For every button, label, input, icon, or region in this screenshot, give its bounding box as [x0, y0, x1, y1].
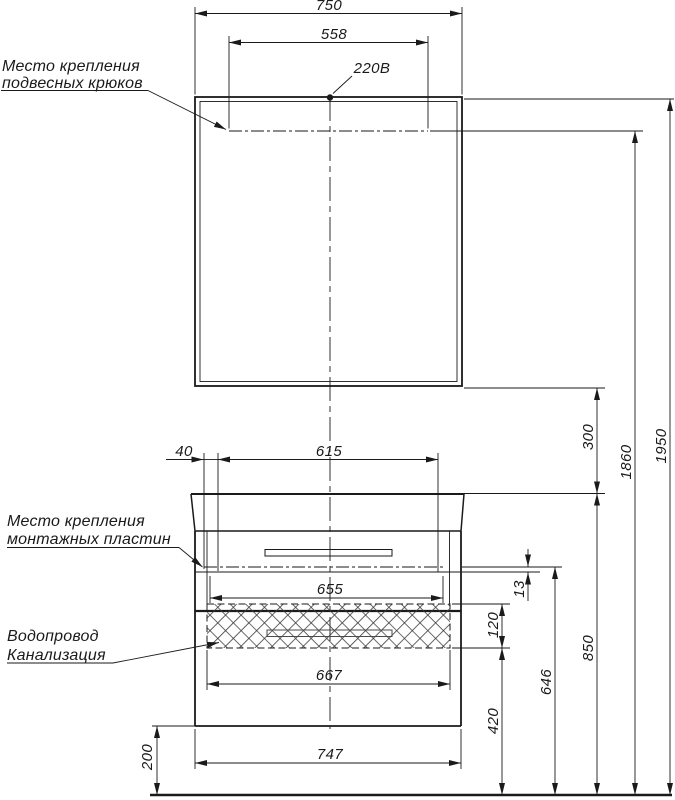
outlet-point-icon [326, 94, 334, 101]
dim-value-615: 615 [316, 443, 342, 460]
dim-hooks-spacing: 558 [228, 26, 429, 129]
plates-mounting-label: Место крепления монтажных пластин [7, 513, 203, 568]
dim-plate-drop: 13 [462, 549, 540, 601]
mirror-cabinet-outline [194, 96, 463, 387]
plates-label-line1: Место крепления [7, 513, 145, 530]
leader-line [112, 641, 220, 664]
dim-zone-bottom-height: 420 [485, 648, 505, 795]
dim-value-747: 747 [317, 746, 343, 763]
dim-service-zone-width: 667 [206, 650, 451, 690]
upper-drawer-handle-slot [264, 549, 393, 557]
dim-value-667: 667 [316, 667, 342, 684]
leader-line [147, 90, 227, 130]
dim-value-646: 646 [538, 669, 555, 695]
dim-plates-spacing: 40 615 [166, 443, 439, 572]
lower-drawer-handle-slot [266, 629, 393, 637]
service-zone-hatch [206, 603, 451, 649]
dim-mirror-width: 750 [194, 0, 463, 95]
dim-value-655: 655 [317, 581, 343, 598]
dim-value-558: 558 [321, 26, 347, 43]
dim-plates-height: 646 [462, 566, 562, 795]
dim-value-850: 850 [580, 635, 597, 661]
dim-value-300: 300 [580, 424, 597, 450]
hooks-mounting-label: Место крепления подвесных крюков [1, 58, 227, 130]
dim-mirror-gap: 300 [464, 387, 605, 494]
sewer-label: Канализация [7, 647, 106, 664]
hooks-label-line1: Место крепления [2, 58, 140, 75]
dim-value-200: 200 [139, 744, 156, 771]
dim-value-1950: 1950 [653, 428, 670, 463]
water-label: Водопровод [7, 628, 99, 645]
dim-value-1860: 1860 [618, 444, 635, 479]
dim-value-13: 13 [511, 580, 528, 598]
mirror-cabinet-inner-outline [199, 101, 458, 382]
dim-value-40: 40 [175, 443, 193, 460]
dim-total-height: 1950 [464, 98, 674, 795]
hooks-label-line2: подвесных крюков [2, 75, 143, 92]
water-sewer-label: Водопровод Канализация [7, 628, 220, 664]
dim-worktop-height: 850 [464, 493, 605, 795]
dim-vanity-width: 747 [194, 729, 462, 769]
outlet-callout: 220В [326, 60, 391, 101]
dim-inner-width: 655 [209, 576, 444, 603]
dim-value-120: 120 [485, 612, 502, 638]
mirror-cabinet [194, 96, 463, 387]
dim-floor-clearance: 200 [139, 726, 160, 795]
plumbing-service-zone [206, 603, 451, 649]
dim-value-420: 420 [485, 708, 502, 734]
outlet-label: 220В [353, 60, 391, 77]
leader-line [178, 547, 203, 568]
dim-hooks-height: 1860 [430, 130, 643, 795]
plates-label-line2: монтажных пластин [7, 531, 171, 548]
dim-value-750: 750 [316, 0, 342, 14]
